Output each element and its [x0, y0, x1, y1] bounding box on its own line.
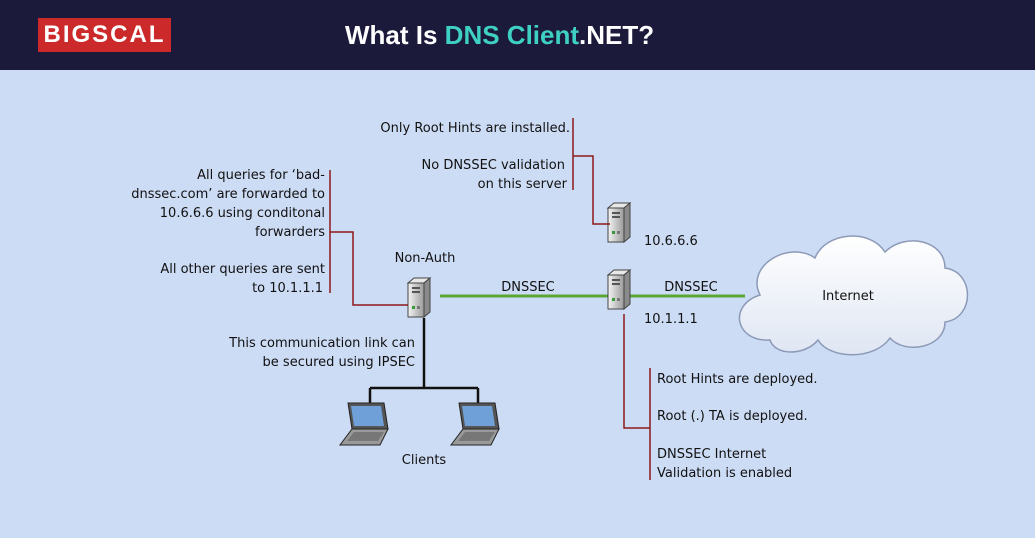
other-queries-note-line1: All other queries are sent [160, 262, 325, 277]
no-dnssec-note-line1: No DNSSEC validation [422, 158, 565, 173]
annotation-connector-left [330, 231, 408, 306]
validation-note-line2: Validation is enabled [657, 466, 792, 481]
non-auth-server-icon [407, 277, 431, 318]
title-suffix: .NET? [579, 20, 655, 50]
ipsec-note-line1: This communication link can [228, 336, 415, 351]
ipsec-note-line2: be secured using IPSEC [263, 355, 415, 370]
queries-note-line1: All queries for ‘bad- [197, 168, 325, 183]
diagram-canvas: Internet DNSSEC DNSSEC Non-Auth 10.6.6.6… [0, 70, 1035, 534]
server-10-1-1-1-label: 10.1.1.1 [644, 312, 698, 327]
client-laptop-icon [339, 402, 389, 446]
clients-label: Clients [402, 453, 447, 468]
non-auth-label: Non-Auth [395, 251, 456, 266]
annotation-connector-top [573, 155, 610, 225]
root-hints-installed-note: Only Root Hints are installed. [380, 121, 570, 136]
header-bar: BIGSCAL What Is DNS Client.NET? [0, 0, 1035, 70]
server-10-1-1-1-icon [607, 269, 631, 310]
annotation-connector-bottom [623, 314, 650, 429]
root-ta-note: Root (.) TA is deployed. [657, 409, 808, 424]
dns-network-diagram: Internet DNSSEC DNSSEC Non-Auth 10.6.6.6… [131, 118, 969, 481]
dnssec-left-label: DNSSEC [501, 280, 555, 295]
server-10-6-6-6-icon [607, 202, 631, 243]
server-10-6-6-6-label: 10.6.6.6 [644, 234, 698, 249]
page-title: What Is DNS Client.NET? [345, 18, 654, 52]
title-highlight: DNS Client [444, 20, 580, 50]
validation-note-line1: DNSSEC Internet [657, 447, 766, 462]
root-hints-deployed-note: Root Hints are deployed. [657, 372, 818, 387]
title-prefix: What Is [345, 20, 445, 50]
bigscal-logo[interactable]: BIGSCAL [38, 18, 171, 52]
no-dnssec-note-line2: on this server [478, 177, 568, 192]
other-queries-note-line2: to 10.1.1.1 [252, 281, 323, 296]
queries-note-line3: 10.6.6.6 using conditonal [160, 206, 325, 221]
dnssec-right-label: DNSSEC [664, 280, 718, 295]
queries-note-line2: dnssec.com’ are forwarded to [131, 187, 325, 202]
internet-cloud [738, 235, 969, 356]
queries-note-line4: forwarders [255, 225, 325, 240]
client-laptop-icon [450, 402, 500, 446]
internet-label: Internet [822, 289, 874, 304]
